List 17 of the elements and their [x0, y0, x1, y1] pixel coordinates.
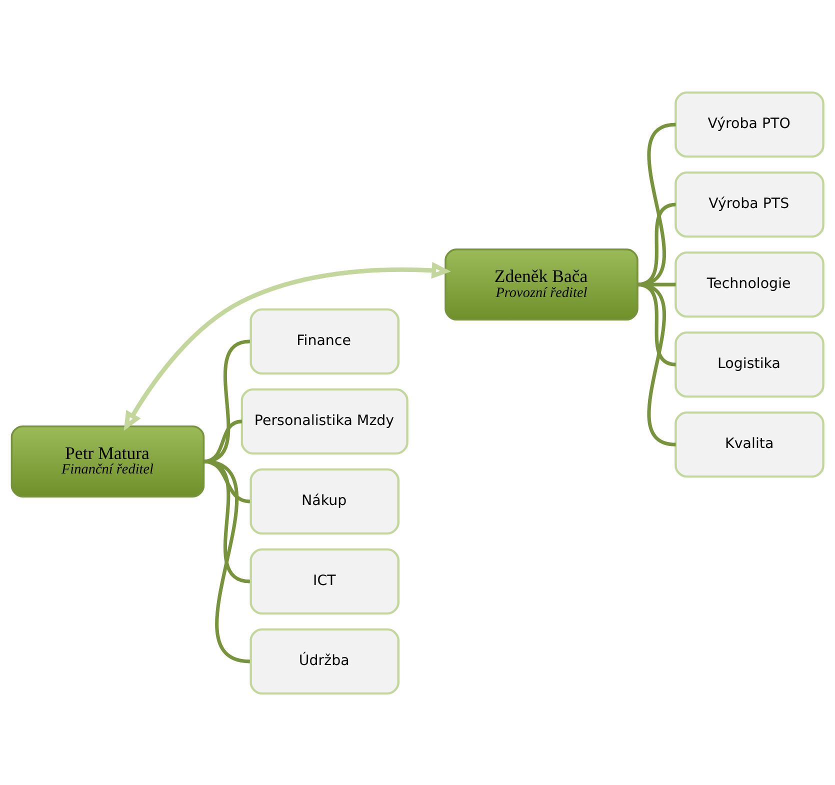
node-box: Nákup	[250, 468, 400, 534]
node-box: Zdeněk Bača Provozní ředitel	[444, 248, 638, 320]
node-box: Logistika	[674, 330, 824, 398]
node-box: Finance	[250, 308, 400, 374]
node-box: Petr Matura Finanční ředitel	[10, 424, 205, 497]
node-box: Technologie	[674, 250, 824, 318]
node-box: Výroba PTO	[674, 90, 824, 158]
node-box: Údržba	[250, 628, 400, 694]
node-box: Výroba PTS	[674, 170, 824, 238]
connector	[637, 122, 676, 286]
connector	[203, 459, 250, 663]
node-box: Kvalita	[674, 410, 824, 478]
node-box: Personalistika Mzdy	[240, 388, 408, 454]
arrow	[124, 261, 452, 430]
connector	[637, 282, 676, 446]
node-box: ICT	[250, 548, 400, 614]
connector	[637, 202, 676, 286]
